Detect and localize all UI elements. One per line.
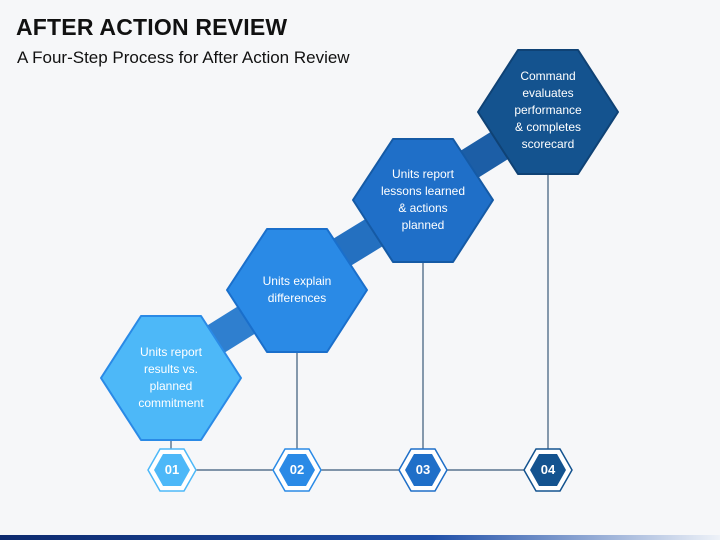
step-badge-3 — [398, 448, 448, 492]
step-1-line-1: Units report — [139, 345, 203, 359]
step-4-line-4: & completes — [514, 120, 582, 134]
step-2-line-1: Units explain — [262, 274, 332, 288]
step-hexagon-2 — [226, 228, 368, 353]
step-text-3: Units report lessons learned & actions p… — [367, 166, 479, 234]
step-1-line-3: planned — [149, 379, 193, 393]
step-hexagon-4 — [477, 49, 619, 175]
step-1-line-4: commitment — [138, 396, 204, 410]
step-badge-2 — [272, 448, 322, 492]
step-3-line-1: Units report — [391, 167, 455, 181]
step-number-2: 02 — [289, 462, 305, 477]
step-4-line-1: Command — [520, 69, 576, 83]
step-hexagon-1 — [100, 315, 242, 441]
step-2-line-2: differences — [267, 291, 327, 305]
step-number-1: 01 — [164, 462, 180, 477]
step-badge-4 — [523, 448, 573, 492]
step-hexagon-3 — [352, 138, 494, 263]
step-text-2: Units explain differences — [241, 273, 353, 307]
footer-accent-bar — [0, 535, 720, 540]
step-3-line-4: planned — [401, 218, 445, 232]
step-3-line-3: & actions — [398, 201, 448, 215]
step-badge-1 — [147, 448, 197, 492]
step-text-1: Units report results vs. planned commitm… — [115, 344, 227, 412]
step-1-line-2: results vs. — [143, 362, 198, 376]
step-number-4: 04 — [540, 462, 556, 477]
page-title: AFTER ACTION REVIEW — [16, 14, 288, 40]
step-4-line-2: evaluates — [522, 86, 574, 100]
step-3-line-2: lessons learned — [380, 184, 466, 198]
page-subtitle: A Four-Step Process for After Action Rev… — [17, 48, 350, 67]
step-4-line-5: scorecard — [521, 137, 575, 151]
step-text-4: Command evaluates performance & complete… — [492, 68, 604, 153]
step-number-3: 03 — [415, 462, 431, 477]
step-4-line-3: performance — [514, 103, 582, 117]
